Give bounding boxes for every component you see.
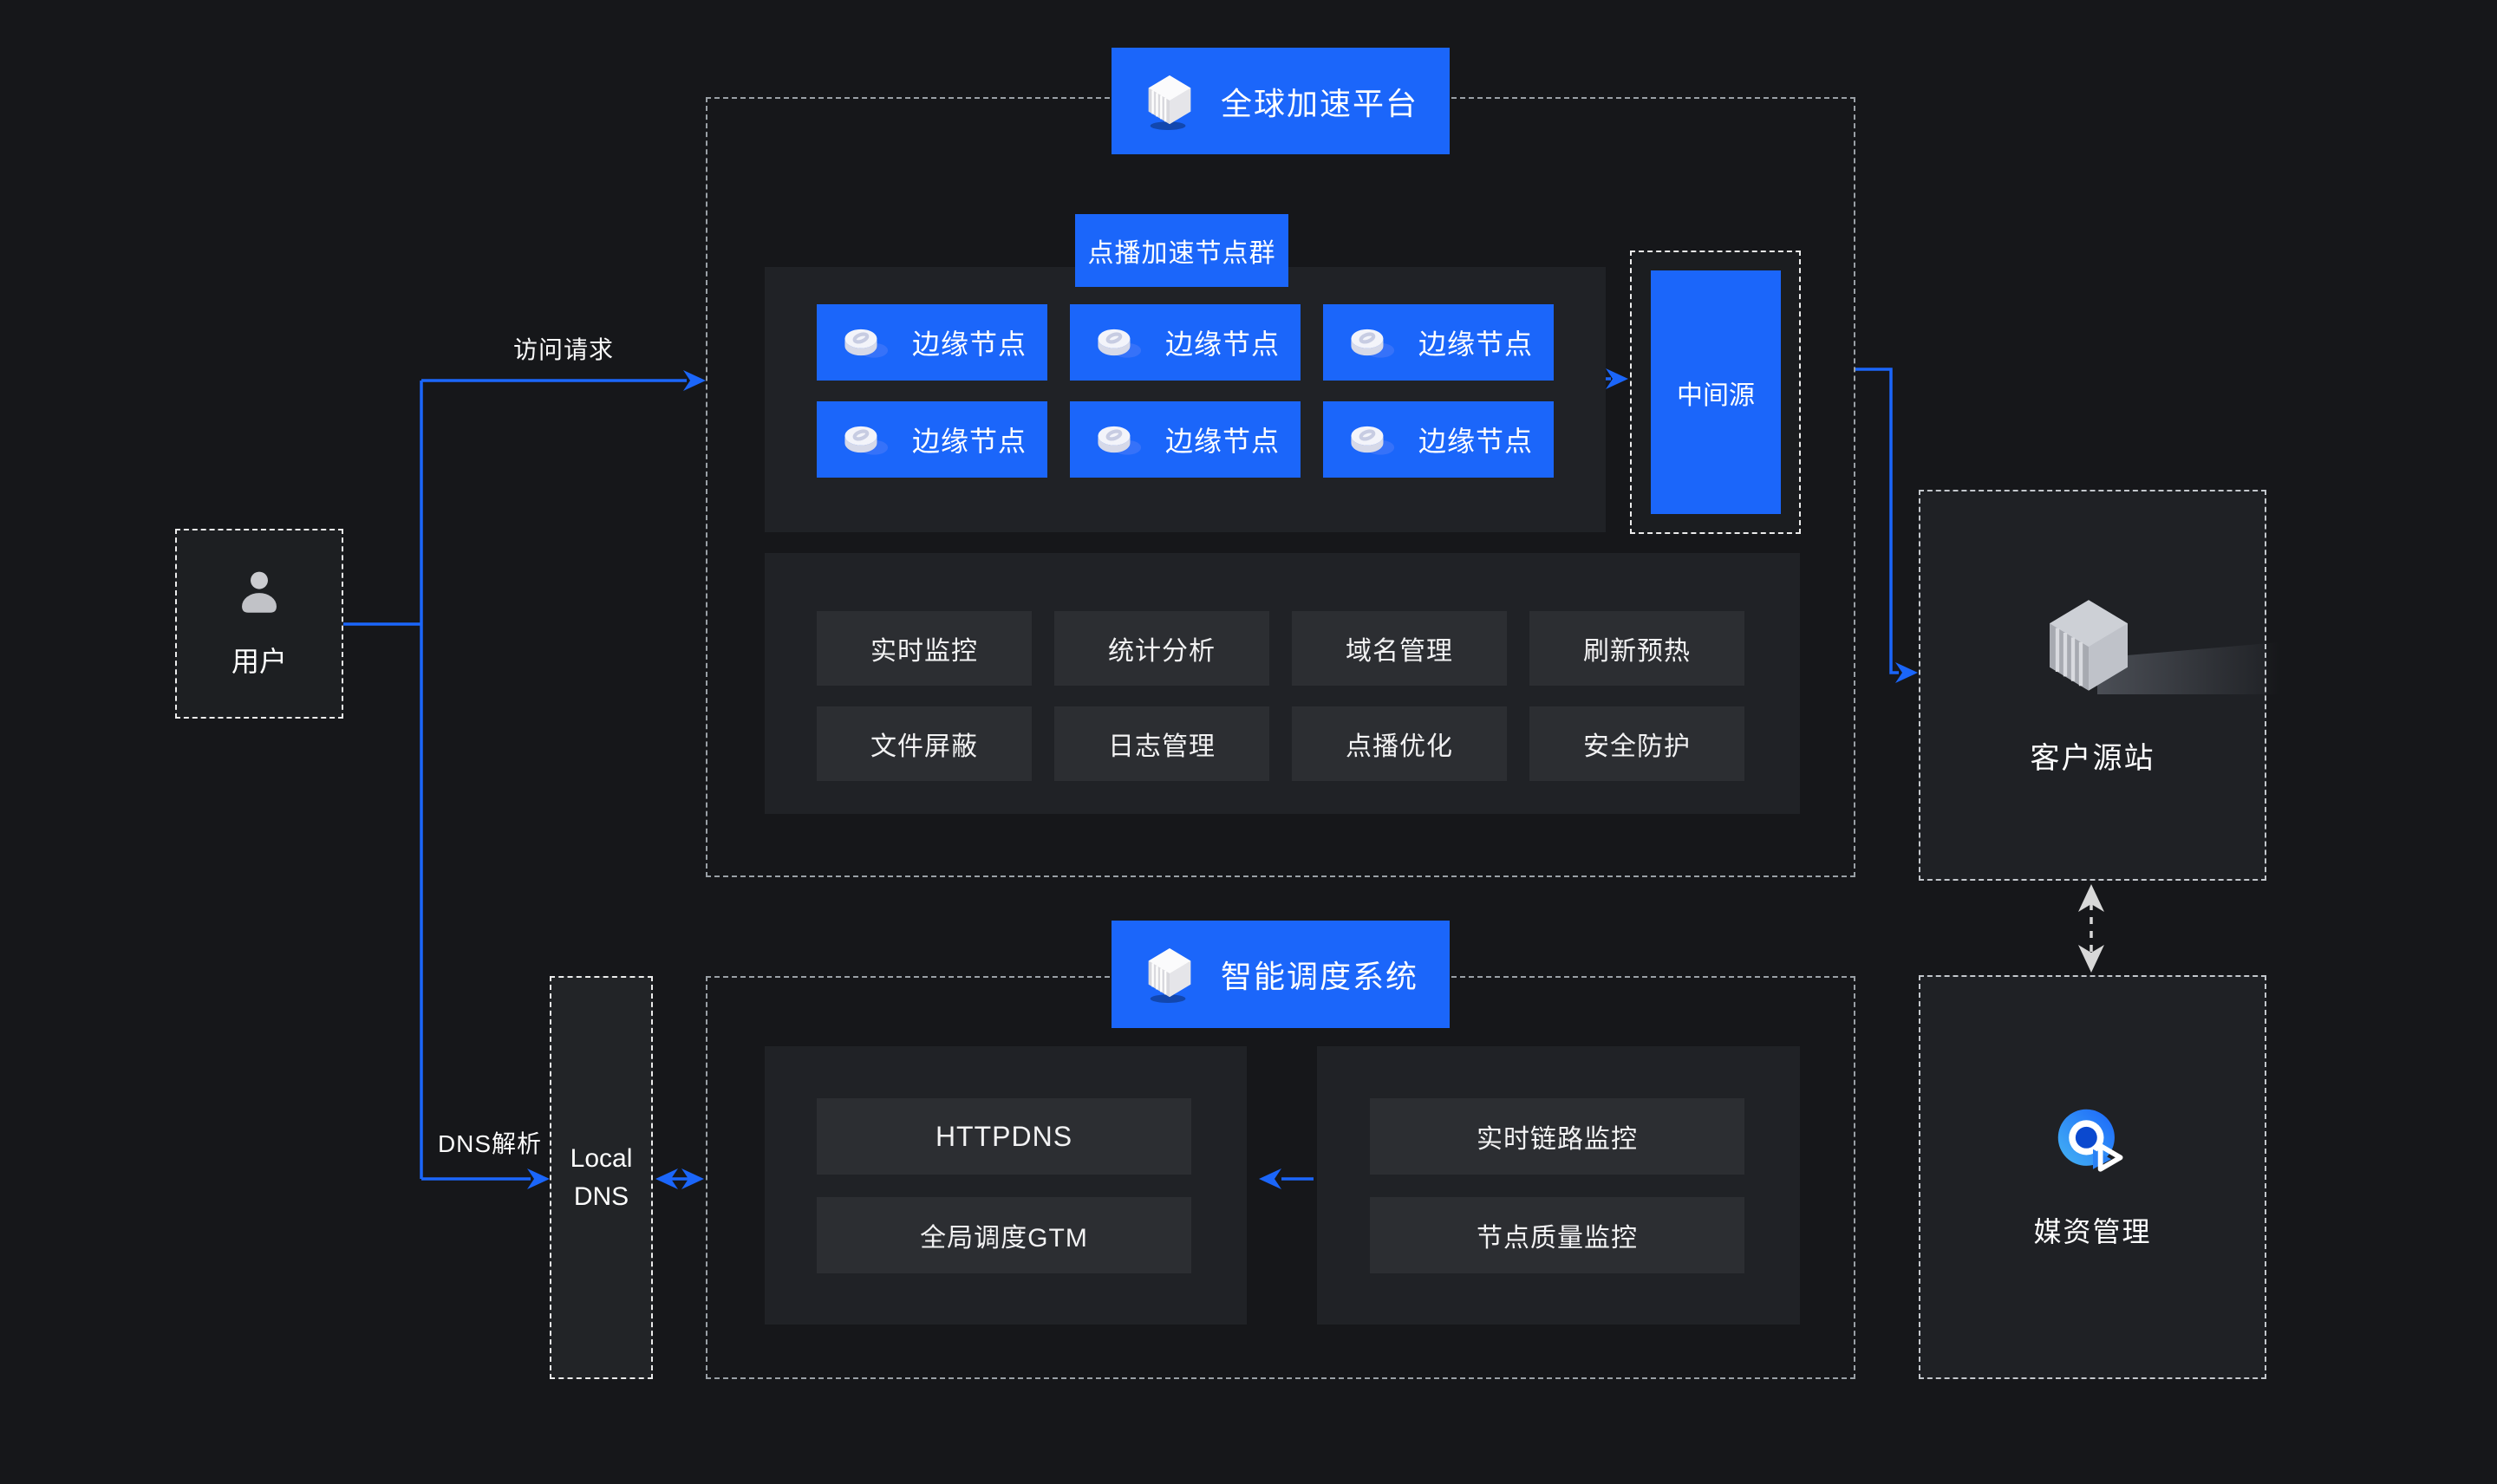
edge-node-label: 边缘节点	[1418, 426, 1533, 457]
disc-icon	[1344, 322, 1399, 362]
arrowhead-right	[681, 1168, 704, 1189]
disc-icon	[838, 420, 893, 459]
local-dns-box: Local DNS	[550, 976, 653, 1379]
local-dns-line1: Local	[570, 1144, 633, 1173]
edge-node-label: 边缘节点	[1164, 329, 1280, 360]
platform-to-origin-line	[1855, 368, 1899, 674]
feature-label: 安全防护	[1583, 732, 1691, 761]
edge-node-label: 边缘节点	[1418, 329, 1533, 360]
disc-icon	[1344, 420, 1399, 459]
scheduler-title: 智能调度系统	[1220, 959, 1418, 994]
platform-header: 全球加速平台	[1112, 48, 1450, 154]
arrowhead-right	[683, 370, 706, 391]
cluster-title: 点播加速节点群	[1087, 239, 1276, 268]
feature-label: 日志管理	[1108, 732, 1216, 761]
feature-label: 点播优化	[1346, 732, 1453, 761]
monitor-chip: 节点质量监控	[1370, 1197, 1744, 1273]
feature-chip: 域名管理	[1292, 611, 1507, 686]
dns-resolution-label: DNS解析	[437, 1130, 543, 1157]
dns-service-label: 全局调度GTM	[920, 1224, 1088, 1253]
feature-chip: 实时监控	[817, 611, 1032, 686]
local-dns-line2: DNS	[573, 1181, 629, 1211]
edge-node: 边缘节点	[1070, 401, 1301, 478]
scheduler-header: 智能调度系统	[1112, 921, 1450, 1028]
arrowhead-right	[527, 1168, 550, 1189]
feature-chip: 统计分析	[1054, 611, 1269, 686]
monitor-label: 节点质量监控	[1477, 1224, 1638, 1253]
feature-label: 统计分析	[1108, 637, 1216, 666]
mid-origin-box: 中间源	[1651, 270, 1781, 514]
feature-label: 文件屏蔽	[870, 732, 978, 761]
arrowhead-left	[655, 1168, 678, 1189]
disc-icon	[1091, 322, 1146, 362]
cube-icon	[1143, 72, 1196, 131]
arrowhead-down	[2078, 945, 2104, 973]
user-label: 用户	[231, 645, 287, 677]
customer-origin-box: 客户源站	[1919, 490, 2279, 881]
media-play-icon	[2053, 1104, 2133, 1184]
edge-node: 边缘节点	[817, 304, 1047, 381]
monitor-chip: 实时链路监控	[1370, 1098, 1744, 1175]
disc-icon	[1091, 420, 1146, 459]
feature-chip: 日志管理	[1054, 706, 1269, 781]
edge-node: 边缘节点	[1323, 304, 1554, 381]
feature-label: 域名管理	[1346, 637, 1453, 666]
person-icon	[234, 569, 284, 619]
platform-title: 全球加速平台	[1220, 85, 1418, 121]
dns-service-label: HTTPDNS	[935, 1120, 1073, 1152]
cube-icon	[1143, 945, 1196, 1004]
dns-service-chip: HTTPDNS	[817, 1098, 1191, 1175]
feature-label: 刷新预热	[1583, 637, 1691, 666]
arrowhead-right	[1895, 662, 1918, 683]
access-request-label: 访问请求	[512, 336, 614, 363]
edge-node-label: 边缘节点	[911, 329, 1027, 360]
edge-node: 边缘节点	[1070, 304, 1301, 381]
dns-service-panel	[765, 1046, 1247, 1325]
disc-icon	[838, 322, 893, 362]
user-box: 用户	[175, 529, 343, 719]
media-asset-label: 媒资管理	[2033, 1216, 2152, 1247]
feature-chip: 安全防护	[1529, 706, 1744, 781]
mid-origin-label: 中间源	[1677, 381, 1755, 410]
media-asset-box: 媒资管理	[1919, 975, 2266, 1379]
monitor-label: 实时链路监控	[1477, 1125, 1638, 1154]
edge-node-label: 边缘节点	[1164, 426, 1280, 457]
arrowhead-up	[2078, 884, 2104, 912]
feature-chip: 点播优化	[1292, 706, 1507, 781]
feature-label: 实时监控	[870, 637, 978, 666]
edge-node: 边缘节点	[817, 401, 1047, 478]
feature-chip: 文件屏蔽	[817, 706, 1032, 781]
cluster-title-badge: 点播加速节点群	[1075, 214, 1288, 287]
edge-node: 边缘节点	[1323, 401, 1554, 478]
customer-origin-label: 客户源站	[2030, 742, 2155, 775]
dns-service-chip: 全局调度GTM	[817, 1197, 1191, 1273]
edge-node-label: 边缘节点	[911, 426, 1027, 457]
feature-chip: 刷新预热	[1529, 611, 1744, 686]
monitor-panel	[1317, 1046, 1800, 1325]
stacked-cube-icon	[2037, 594, 2279, 698]
